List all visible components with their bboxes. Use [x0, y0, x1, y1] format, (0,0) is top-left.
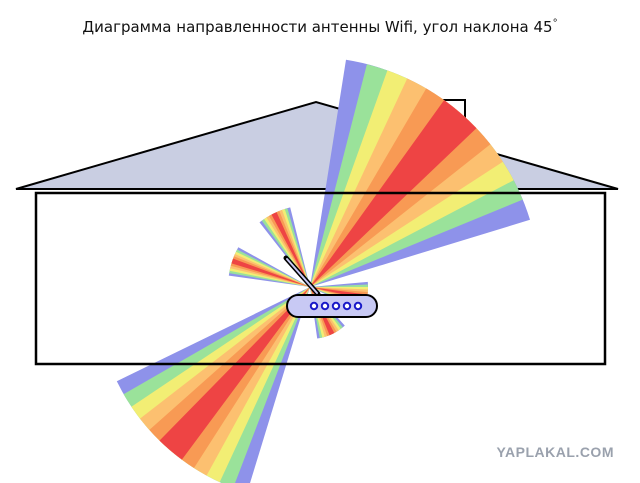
lobe-lower-left-band-6 — [159, 287, 310, 460]
house-walls — [34, 191, 607, 366]
lobe-left-band-5 — [230, 256, 310, 287]
house-roof — [15, 100, 619, 190]
lobe-left-band-4 — [230, 254, 310, 287]
lobe-left-band-6 — [231, 258, 310, 287]
degree-mark: ° — [552, 18, 558, 29]
lobe-upper-left-band-6 — [271, 212, 310, 287]
router-led-4 — [342, 301, 352, 311]
router-leds — [309, 301, 363, 311]
lobe-upper-left-band-5 — [269, 211, 310, 287]
router-led-2 — [320, 301, 330, 311]
diagram-title: Диаграмма направленности антенны Wifi, у… — [82, 18, 558, 36]
radiation-pattern — [116, 59, 530, 483]
router-led-5 — [353, 301, 363, 311]
router-led-3 — [331, 301, 341, 311]
wifi-router-icon — [283, 255, 378, 318]
router-led-1 — [309, 301, 319, 311]
watermark: YAPLAKAL.COM — [496, 444, 614, 460]
